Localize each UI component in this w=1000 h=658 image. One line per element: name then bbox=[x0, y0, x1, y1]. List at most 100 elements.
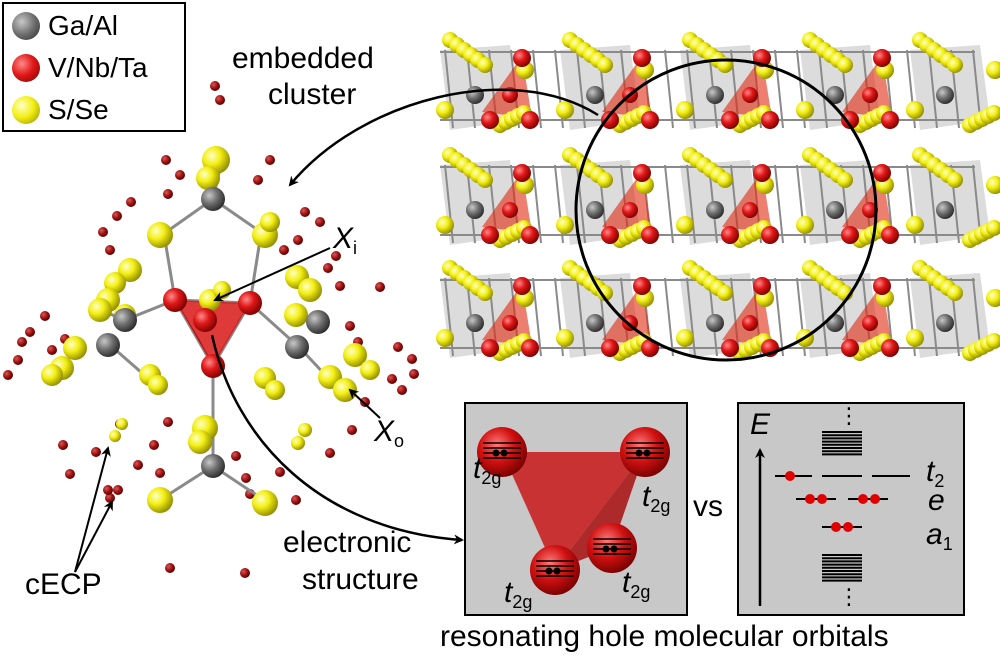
sulfur-atom bbox=[597, 172, 613, 188]
bond bbox=[818, 164, 828, 244]
sulfur-atom bbox=[63, 336, 87, 360]
gallium-atom bbox=[586, 314, 604, 332]
vanadium-atom bbox=[601, 339, 619, 357]
point-charge bbox=[397, 385, 407, 395]
bond bbox=[774, 49, 784, 129]
point-charge bbox=[91, 447, 101, 457]
vanadium-atom bbox=[521, 339, 539, 357]
sulfur-atom bbox=[906, 329, 924, 347]
point-charge bbox=[393, 342, 403, 352]
vanadium-atom bbox=[862, 202, 878, 218]
sulfur-atom bbox=[986, 61, 1000, 79]
electron bbox=[870, 494, 880, 504]
point-charge bbox=[155, 468, 165, 478]
gallium-atom bbox=[936, 201, 954, 219]
point-charge bbox=[3, 370, 13, 380]
sulfur-atom bbox=[556, 329, 574, 347]
embedded-cluster-circle bbox=[574, 58, 878, 362]
gallium-atom bbox=[706, 201, 724, 219]
bond bbox=[818, 49, 828, 129]
gallium-atom bbox=[936, 314, 954, 332]
sulfur-atom bbox=[597, 57, 613, 73]
vanadium-atom bbox=[862, 315, 878, 331]
legend-item-v-nb-ta: V/Nb/Ta bbox=[12, 48, 148, 88]
point-charge bbox=[175, 170, 185, 180]
vanadium-atom bbox=[873, 49, 891, 67]
bond bbox=[686, 164, 696, 244]
gallium-atom bbox=[96, 333, 120, 357]
gallium-atom bbox=[936, 86, 954, 104]
sulfur-atom bbox=[252, 490, 278, 516]
legend-item-ga-al: Ga/Al bbox=[12, 6, 118, 46]
vanadium-atom bbox=[601, 226, 619, 244]
vanadium-atom bbox=[513, 164, 531, 182]
point-charge bbox=[323, 263, 333, 273]
vanadium-atom bbox=[502, 202, 518, 218]
point-charge bbox=[215, 95, 225, 105]
legend-label: Ga/Al bbox=[48, 10, 119, 41]
embedded-cluster-model bbox=[3, 81, 419, 578]
sulfur-atom bbox=[284, 303, 308, 327]
electron bbox=[817, 494, 827, 504]
vanadium-atom bbox=[761, 226, 779, 244]
vanadium-atom bbox=[873, 164, 891, 182]
point-charge bbox=[58, 440, 68, 450]
vanadium-atom bbox=[521, 111, 539, 129]
sulfur-atom bbox=[436, 329, 454, 347]
e-level-label: e bbox=[928, 484, 945, 517]
point-charge bbox=[210, 81, 220, 91]
vanadium-atom bbox=[841, 226, 859, 244]
point-charge bbox=[387, 374, 397, 384]
sulfur-atom bbox=[147, 487, 173, 513]
vanadium-atom bbox=[521, 226, 539, 244]
legend-label: V/Nb/Ta bbox=[48, 52, 148, 83]
sulfur-atom bbox=[796, 101, 814, 119]
gallium-atom bbox=[466, 314, 484, 332]
point-charge bbox=[240, 568, 250, 578]
sulfur-atom bbox=[436, 101, 454, 119]
sulfur-atom bbox=[986, 105, 1000, 121]
s-se-atom-icon bbox=[12, 96, 40, 124]
point-charge bbox=[345, 321, 355, 331]
electronic-label: electronic bbox=[283, 526, 412, 559]
gallium-atom bbox=[466, 201, 484, 219]
vanadium-atom bbox=[721, 226, 739, 244]
sulfur-atom bbox=[947, 285, 963, 301]
vanadium-atom bbox=[721, 339, 739, 357]
sulfur-atom bbox=[147, 222, 173, 248]
vanadium-atom bbox=[193, 308, 217, 332]
tetrahedron-face-2 bbox=[555, 452, 645, 570]
vanadium-atom bbox=[163, 288, 187, 312]
electron bbox=[553, 567, 561, 575]
t2g-label: t2g bbox=[504, 576, 533, 612]
point-charge bbox=[241, 473, 251, 483]
sulfur-atom bbox=[41, 364, 63, 386]
sulfur-atom bbox=[556, 216, 574, 234]
t2-level-label: t2 bbox=[926, 455, 945, 491]
sulfur-atom bbox=[333, 378, 357, 402]
sulfur-atom bbox=[837, 57, 853, 73]
sulfur-atom bbox=[676, 329, 694, 347]
bond bbox=[532, 277, 542, 357]
xi-pointer-arrow bbox=[213, 247, 331, 302]
point-charge bbox=[407, 354, 417, 364]
bond bbox=[774, 277, 784, 357]
t2g-label: t2g bbox=[473, 452, 502, 488]
vanadium-atom bbox=[761, 111, 779, 129]
vs-label: vs bbox=[693, 490, 723, 523]
point-charge bbox=[13, 355, 23, 365]
electron bbox=[805, 494, 815, 504]
bond bbox=[576, 49, 586, 129]
point-charge bbox=[291, 495, 301, 505]
sulfur-atom bbox=[676, 101, 694, 119]
mo-levels bbox=[775, 431, 910, 582]
cluster-label: cluster bbox=[268, 78, 357, 111]
sulfur-atom bbox=[260, 212, 280, 232]
bond bbox=[928, 164, 938, 244]
point-charge bbox=[293, 235, 303, 245]
vanadium-atom bbox=[481, 226, 499, 244]
electron bbox=[545, 567, 553, 575]
xo-pointer-arrow bbox=[348, 388, 381, 419]
bond bbox=[664, 164, 674, 244]
